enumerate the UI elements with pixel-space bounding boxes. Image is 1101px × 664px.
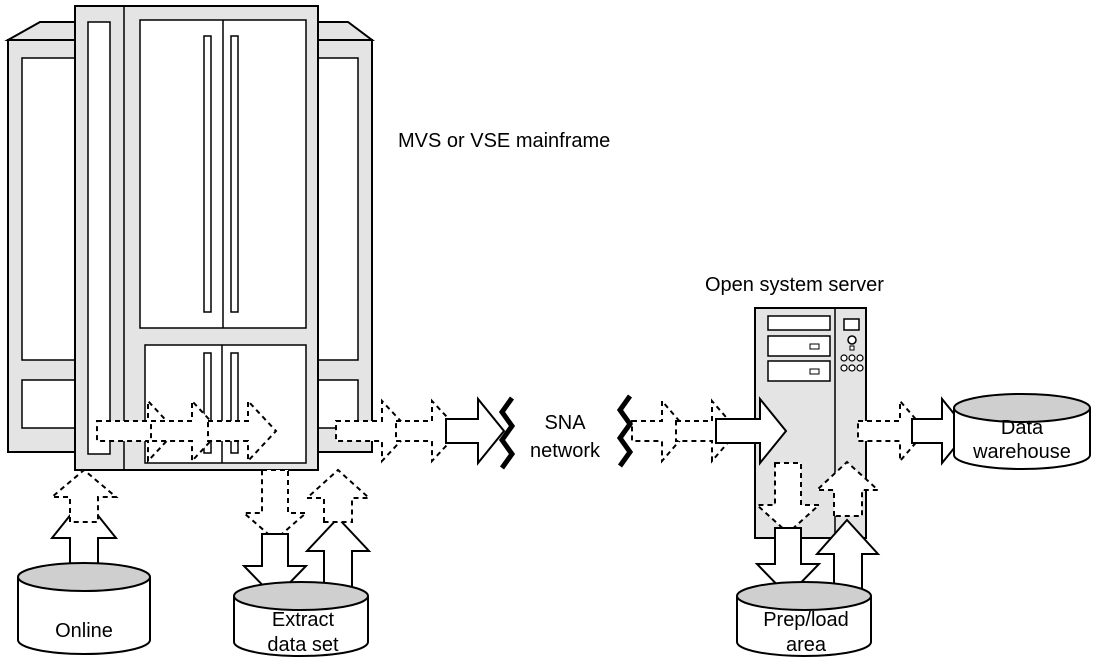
sna-network-label-line2: network: [530, 440, 601, 462]
prep-disk-label-line2: area: [786, 634, 827, 656]
prep-down-arrow-solid: [754, 527, 822, 598]
extract-disk-label-line2: data set: [267, 634, 339, 656]
internal-arrow-3: [207, 398, 278, 464]
online-disk: [17, 562, 151, 655]
warehouse-arrow-dashed: [857, 398, 928, 464]
outbound-arrow-1: [335, 398, 412, 464]
online-disk-label: Online: [55, 620, 113, 642]
server-label: Open system server: [705, 274, 884, 296]
prep-disk-label-line1: Prep/load: [763, 609, 849, 631]
extract-data-set-disk: [233, 581, 369, 657]
sna-network-label-line1: SNA: [544, 412, 586, 434]
outbound-arrow-2: [395, 398, 462, 464]
extract-up-arrow-solid: [304, 516, 372, 591]
extract-disk-label-line1: Extract: [272, 609, 335, 631]
prep-up-arrow-dashed: [814, 460, 881, 517]
inbound-arrow-solid: [715, 396, 788, 466]
inbound-arrow-1: [631, 398, 690, 464]
extract-up-arrow-dashed: [304, 468, 372, 523]
mainframe-label: MVS or VSE mainframe: [398, 130, 610, 152]
warehouse-disk-label-line2: warehouse: [972, 441, 1071, 463]
extract-down-arrow-dashed: [241, 469, 309, 542]
prep-load-area-disk: [736, 581, 872, 657]
prep-down-arrow-dashed: [754, 462, 822, 535]
network-zigzag-left: [498, 396, 516, 470]
internal-arrow-2: [150, 398, 222, 464]
online-arrow-dashed: [49, 468, 119, 523]
mainframe-icon: [4, 5, 375, 471]
warehouse-disk-label-line1: Data: [1001, 417, 1044, 439]
inbound-arrow-2: [675, 398, 740, 464]
internal-arrow-1: [96, 398, 178, 464]
network-zigzag-right: [616, 394, 634, 468]
outbound-arrow-solid: [445, 396, 506, 466]
prep-up-arrow-solid: [814, 518, 881, 591]
data-warehouse-disk: [953, 393, 1091, 470]
